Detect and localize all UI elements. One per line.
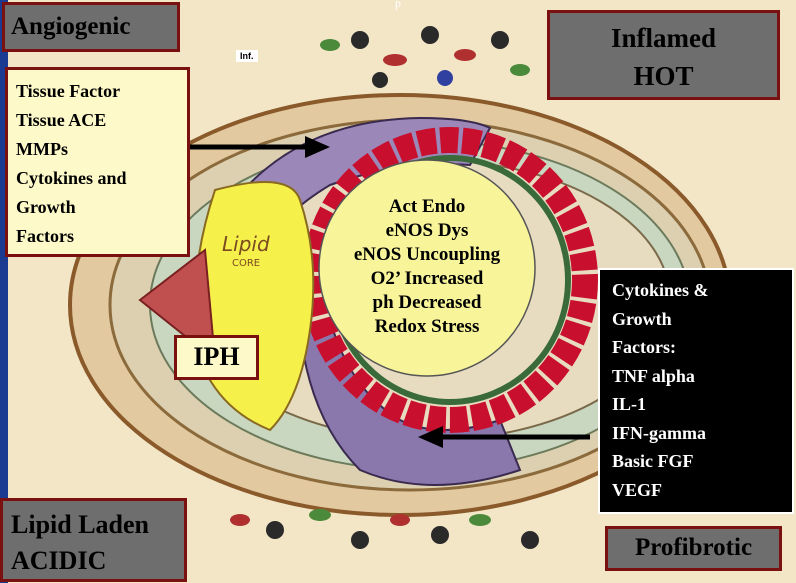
inf-label: Inf.	[236, 50, 258, 62]
lipid-laden-box: Lipid Laden ACIDIC	[0, 498, 187, 582]
iph-label: IPH	[193, 342, 239, 371]
center-line: eNOS Uncoupling	[330, 243, 524, 267]
lipid-core-sublabel: CORE	[232, 258, 260, 269]
angiogenic-box: Angiogenic	[2, 2, 180, 52]
center-circle-text: Act Endo eNOS Dys eNOS Uncoupling O2’ In…	[330, 195, 524, 339]
center-line: eNOS Dys	[330, 219, 524, 243]
lipid-laden-label-line2: ACIDIC	[11, 543, 184, 579]
cytokines-box: Cytokines & Growth Factors: TNF alpha IL…	[598, 268, 794, 514]
cytokines-line: VEGF	[612, 476, 792, 505]
tissue-factors-line: Factors	[16, 222, 187, 251]
profibrotic-label: Profibrotic	[635, 534, 752, 561]
center-line: Act Endo	[330, 195, 524, 219]
lipid-core-label: Lipid	[222, 232, 270, 256]
cytokines-line: Cytokines &	[612, 276, 792, 305]
center-line: O2’ Increased	[330, 267, 524, 291]
tissue-factors-box: Tissue Factor Tissue ACE MMPs Cytokines …	[5, 67, 190, 257]
cytokines-line: TNF alpha	[612, 362, 792, 391]
cytokines-line: Basic FGF	[612, 447, 792, 476]
angiogenic-label: Angiogenic	[11, 13, 130, 40]
cells-top	[320, 26, 530, 88]
cytokines-line: Factors:	[612, 333, 792, 362]
header-caption: p	[395, 0, 401, 11]
inflamed-label-line2: HOT	[550, 57, 777, 95]
iph-box: IPH	[174, 335, 259, 380]
tissue-factors-line: Cytokines and	[16, 164, 187, 193]
tissue-factors-line: MMPs	[16, 135, 187, 164]
profibrotic-box: Profibrotic	[605, 526, 782, 571]
center-line: ph Decreased	[330, 291, 524, 315]
center-line: Redox Stress	[330, 315, 524, 339]
tissue-factors-line: Growth	[16, 193, 187, 222]
cytokines-line: IL-1	[612, 390, 792, 419]
inflamed-label-line1: Inflamed	[550, 19, 777, 57]
cytokines-line: Growth	[612, 305, 792, 334]
cytokines-line: IFN-gamma	[612, 419, 792, 448]
inflamed-box: Inflamed HOT	[547, 10, 780, 100]
lipid-laden-label-line1: Lipid Laden	[11, 507, 184, 543]
tissue-factors-line: Tissue Factor	[16, 77, 187, 106]
tissue-factors-line: Tissue ACE	[16, 106, 187, 135]
